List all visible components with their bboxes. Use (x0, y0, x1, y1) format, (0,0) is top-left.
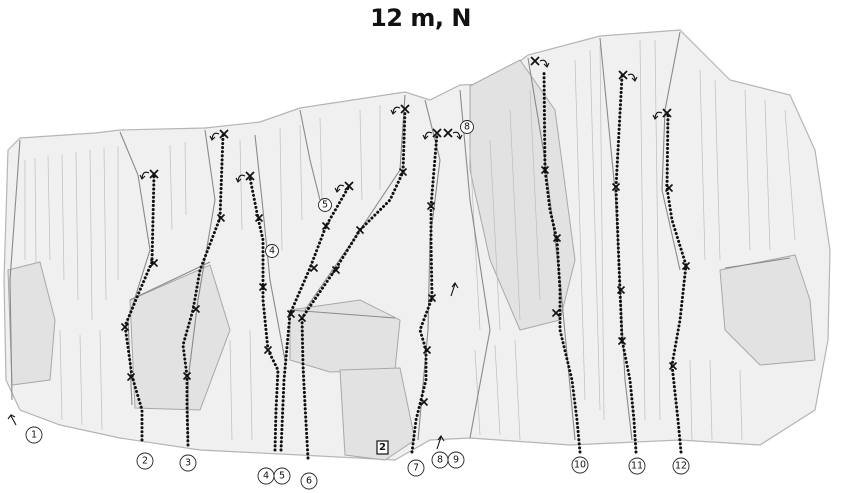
svg-text:2: 2 (379, 442, 386, 453)
route-label-12: 12 (673, 458, 689, 474)
rock-face (4, 30, 830, 460)
svg-text:9: 9 (453, 455, 459, 466)
svg-text:10: 10 (574, 460, 586, 471)
svg-text:8: 8 (464, 122, 470, 133)
sector-marker: 2 (377, 441, 388, 454)
route-label-10: 10 (572, 457, 588, 473)
route-label-5: 5 (274, 468, 290, 484)
route-label-6: 6 (301, 473, 317, 489)
svg-text:5: 5 (322, 200, 328, 211)
topo-title: 12 m, N (0, 4, 841, 32)
svg-text:12: 12 (675, 461, 687, 472)
route-label-9: 9 (448, 452, 464, 468)
svg-text:4: 4 (269, 246, 275, 257)
route-label-8: 8 (432, 452, 448, 468)
route-label-7: 7 (408, 460, 424, 476)
route-label-5-upper: 5 (319, 199, 332, 212)
svg-text:6: 6 (306, 476, 312, 487)
route-label-8-upper: 8 (461, 121, 474, 134)
svg-text:2: 2 (142, 456, 148, 467)
svg-text:4: 4 (263, 471, 269, 482)
svg-text:3: 3 (185, 458, 191, 469)
route-label-3: 3 (180, 455, 196, 471)
route-label-1: 1 (26, 427, 42, 443)
route-label-11: 11 (629, 458, 645, 474)
svg-text:8: 8 (437, 455, 443, 466)
route-label-4-upper: 4 (266, 245, 279, 258)
svg-text:1: 1 (31, 430, 37, 441)
svg-text:7: 7 (413, 463, 419, 474)
svg-text:5: 5 (279, 471, 285, 482)
route-1-arrow (8, 415, 16, 425)
route-label-2: 2 (137, 453, 153, 469)
svg-text:11: 11 (631, 461, 643, 472)
route-label-4: 4 (258, 468, 274, 484)
